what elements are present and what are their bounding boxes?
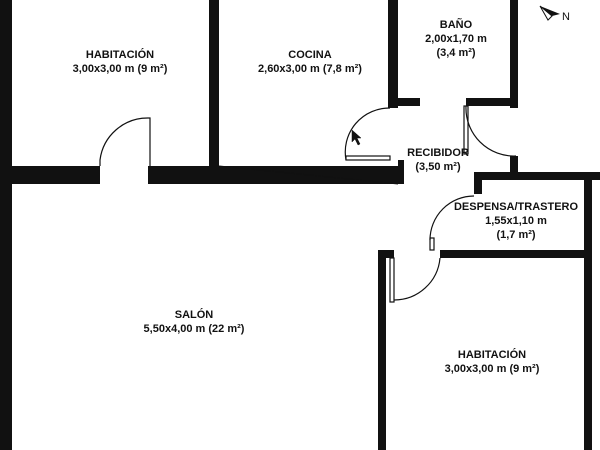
room-cocina-dims: 2,60x3,00 m (7,8 m²)	[258, 63, 362, 75]
wall-hab1-bottom-left	[12, 166, 100, 184]
room-bano-dims: 2,00x1,70 m	[425, 33, 487, 45]
wall-hab2-right	[584, 250, 592, 450]
room-habitacion-1-name: HABITACIÓN	[86, 48, 154, 61]
room-salon-name: SALÓN	[175, 308, 214, 321]
wall-bano-right	[510, 0, 518, 108]
wall-bano-bottom-right	[466, 98, 516, 106]
door-despensa	[429, 195, 475, 241]
door-habitacion-2-leaf	[389, 257, 395, 303]
door-cocina-leaf	[345, 155, 391, 161]
wall-hab2-top-left	[378, 250, 394, 258]
wall-bano-bottom-left	[398, 98, 420, 106]
wall-hab1-right	[209, 0, 219, 166]
room-habitacion-2-name: HABITACIÓN	[458, 348, 526, 361]
wall-hab1-bottom-right	[148, 166, 219, 184]
wall-thin-cocina	[218, 165, 399, 185]
room-despensa-area: (1,7 m²)	[496, 229, 535, 241]
wall-despensa-left	[474, 172, 482, 194]
wall-despensa-bottom	[440, 250, 592, 258]
room-cocina-name: COCINA	[288, 49, 331, 61]
door-habitacion-2	[393, 257, 441, 301]
door-habitacion-1	[99, 117, 151, 166]
wall-cocina-bottom-end	[398, 160, 404, 184]
door-bano-leaf	[463, 105, 469, 155]
room-recibidor-name: RECIBIDOR	[407, 147, 469, 159]
room-bano-name: BAÑO	[440, 18, 473, 31]
room-habitacion-1-dims: 3,00x3,00 m (9 m²)	[73, 63, 168, 75]
door-despensa-leaf	[429, 237, 435, 251]
compass-north-label: N	[562, 11, 570, 23]
compass-north-arrow-icon: N	[539, 5, 570, 23]
room-salon-dims: 5,50x4,00 m (22 m²)	[144, 323, 245, 335]
doors	[99, 105, 517, 303]
door-cocina	[344, 107, 391, 161]
wall-right-stub	[510, 156, 518, 174]
room-despensa-name: DESPENSA/TRASTERO	[454, 201, 579, 213]
room-habitacion-2-dims: 3,00x3,00 m (9 m²)	[445, 363, 540, 375]
wall-cocina-right	[388, 0, 398, 108]
wall-left-outer	[0, 0, 12, 450]
door-bano	[465, 105, 517, 157]
room-labels: HABITACIÓN 3,00x3,00 m (9 m²) COCINA 2,6…	[73, 18, 579, 375]
cursor-pointer-icon	[351, 129, 362, 146]
room-despensa-dims: 1,55x1,10 m	[485, 215, 547, 227]
wall-despensa-right	[584, 172, 592, 256]
wall-despensa-top	[474, 172, 600, 180]
room-bano-area: (3,4 m²)	[436, 47, 475, 59]
room-recibidor-area: (3,50 m²)	[415, 161, 461, 173]
wall-hab2-left	[378, 250, 386, 450]
